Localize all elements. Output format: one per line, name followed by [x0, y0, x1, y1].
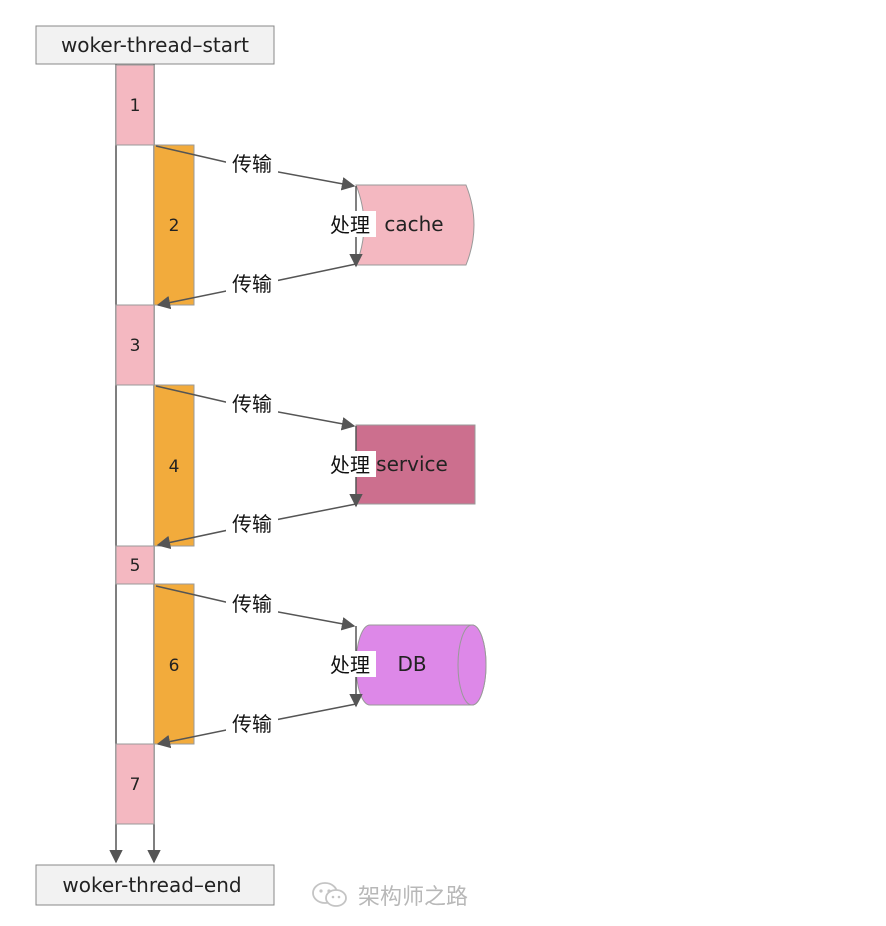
- transfer-label-6: 传输: [232, 712, 272, 736]
- step-4: 4: [153, 384, 195, 547]
- transfer-label-4: 传输: [232, 512, 272, 536]
- transfer-label-3: 传输: [232, 392, 272, 416]
- db-label: DB: [397, 652, 426, 676]
- step-1-label: 1: [130, 96, 141, 116]
- start-node: woker-thread–start: [35, 25, 275, 65]
- cache-label: cache: [384, 212, 443, 236]
- end-node: woker-thread–end: [35, 864, 275, 906]
- step-6: 6: [153, 583, 195, 745]
- process-label-db: 处理: [330, 653, 370, 677]
- transfer-label-5: 传输: [232, 592, 272, 616]
- process-label-service: 处理: [330, 453, 370, 477]
- cache-node: cache: [355, 184, 475, 266]
- step-6-label: 6: [169, 656, 180, 676]
- step-4-label: 4: [169, 457, 180, 477]
- arrow-from-cache: [156, 263, 357, 310]
- service-label: service: [376, 452, 448, 476]
- step-7: 7: [115, 743, 155, 825]
- step-5-label: 5: [130, 556, 141, 576]
- start-label: woker-thread–start: [61, 33, 249, 57]
- step-1: 1: [115, 64, 155, 146]
- watermark-text: 架构师之路: [358, 885, 469, 910]
- arrow-from-service: [156, 503, 357, 550]
- arrow-from-db: [156, 703, 357, 749]
- db-node: DB: [355, 624, 487, 706]
- end-label: woker-thread–end: [62, 873, 241, 897]
- step-3-label: 3: [130, 336, 141, 356]
- step-5: 5: [115, 545, 155, 585]
- watermark: 架构师之路: [310, 878, 468, 912]
- process-label-cache: 处理: [330, 213, 370, 237]
- transfer-label-1: 传输: [232, 152, 272, 176]
- transfer-label-2: 传输: [232, 272, 272, 296]
- step-3: 3: [115, 304, 155, 386]
- wechat-icon: [312, 882, 347, 907]
- step-2-label: 2: [169, 216, 180, 236]
- step-2: 2: [153, 144, 195, 306]
- step-7-label: 7: [130, 775, 141, 795]
